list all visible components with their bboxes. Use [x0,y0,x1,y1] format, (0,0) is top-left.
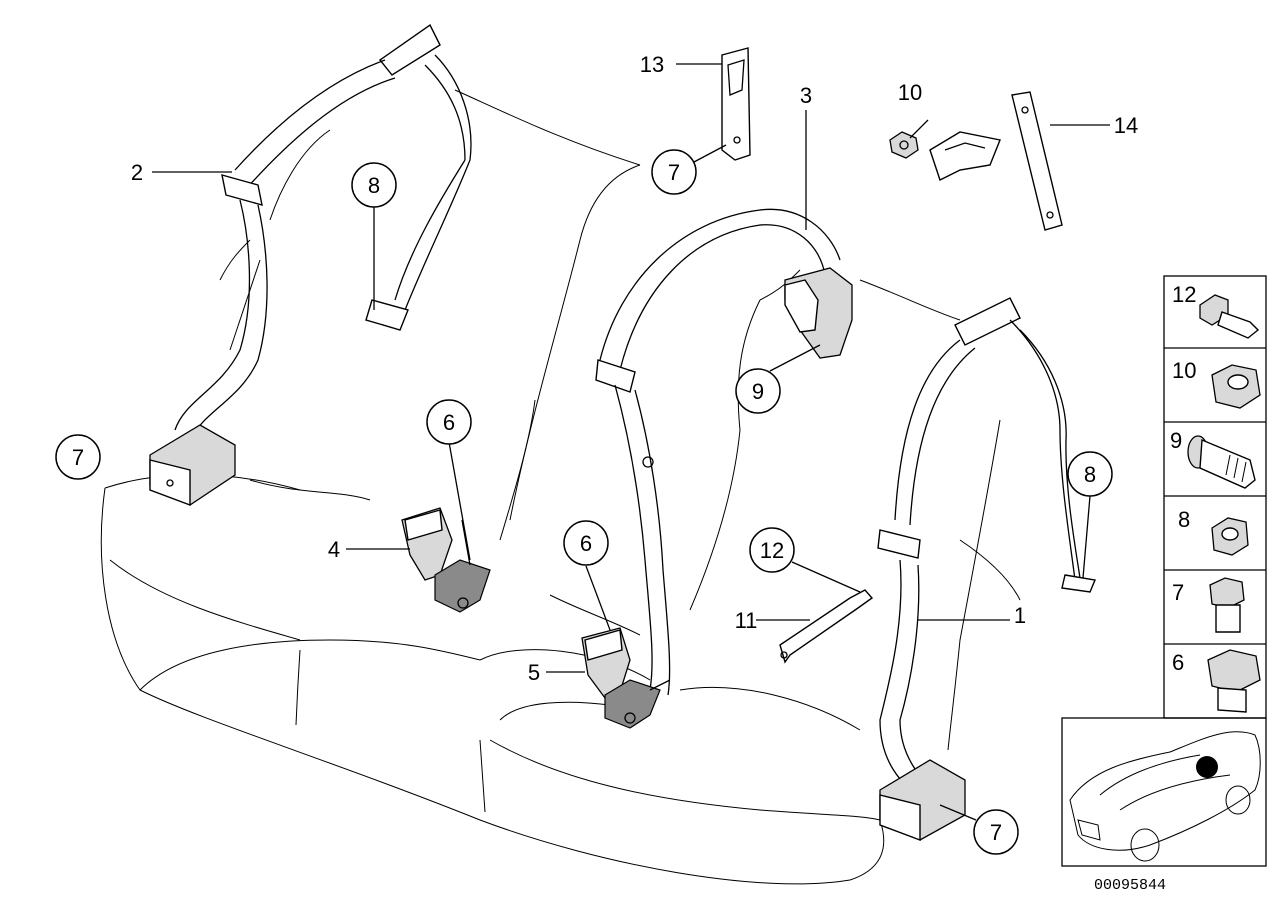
callout-7a: 7 [651,149,697,195]
hex-bolt-icon [1209,577,1245,633]
anchor-14 [889,91,1063,231]
legend-row-7: 7 [1172,577,1245,633]
svg-text:6: 6 [580,531,592,556]
callout-7c: 7 [973,809,1019,855]
hex-nut-icon [1211,517,1249,556]
plain-labels: 2 13 3 10 14 4 5 11 1 [131,52,1138,685]
buckle-4 [401,507,491,613]
buckle-5 [581,627,671,729]
label-5: 5 [528,660,540,685]
hardware-legend: 12 10 9 8 [1163,275,1267,719]
right-outer-belt [877,297,1096,842]
circled-callouts: 8 7 7 6 6 9 12 8 [55,149,1113,855]
svg-text:6: 6 [1172,650,1184,675]
leader-lines [152,63,1110,821]
legend-row-10: 10 [1172,358,1261,409]
screw-icon [1199,294,1260,339]
label-13: 13 [640,52,664,77]
legend-row-8: 8 [1178,507,1249,556]
svg-text:7: 7 [668,160,680,185]
svg-text:7: 7 [1172,580,1184,605]
center-belt [595,208,853,696]
svg-text:8: 8 [1084,462,1096,487]
bracket-11 [779,589,874,664]
svg-text:9: 9 [1170,428,1182,453]
hex-bolt-icon [1207,649,1261,713]
legend-row-6: 6 [1172,649,1261,713]
callout-8a: 8 [351,162,397,208]
rear-seat-outline [100,89,1021,885]
label-1: 1 [1014,603,1026,628]
svg-text:6: 6 [443,410,455,435]
label-3: 3 [800,83,812,108]
callout-6b: 6 [563,520,609,566]
bracket-13 [721,47,751,161]
label-14: 14 [1114,113,1138,138]
svg-text:9: 9 [752,379,764,404]
svg-text:7: 7 [990,820,1002,845]
callout-7b: 7 [55,434,101,480]
legend-row-9: 9 [1170,428,1256,489]
bolt-icon [1187,435,1256,489]
callout-12: 12 [749,527,795,573]
label-4: 4 [328,537,340,562]
callout-8b: 8 [1067,451,1113,497]
callout-9: 9 [735,368,781,414]
hex-nut-icon [1211,364,1261,409]
svg-text:8: 8 [368,173,380,198]
label-2: 2 [131,160,143,185]
svg-text:8: 8 [1178,507,1190,532]
callout-6a: 6 [426,399,472,445]
diagram-reference-number: 00095844 [1094,877,1166,894]
location-marker-icon [1196,756,1218,778]
label-10: 10 [898,80,922,105]
left-outer-belt [149,23,472,507]
label-11: 11 [735,608,758,633]
legend-row-12: 12 [1172,282,1260,339]
car-location-thumbnail [1061,717,1267,867]
svg-text:12: 12 [760,538,784,563]
svg-text:10: 10 [1172,358,1196,383]
svg-text:12: 12 [1172,282,1196,307]
svg-text:7: 7 [72,445,84,470]
